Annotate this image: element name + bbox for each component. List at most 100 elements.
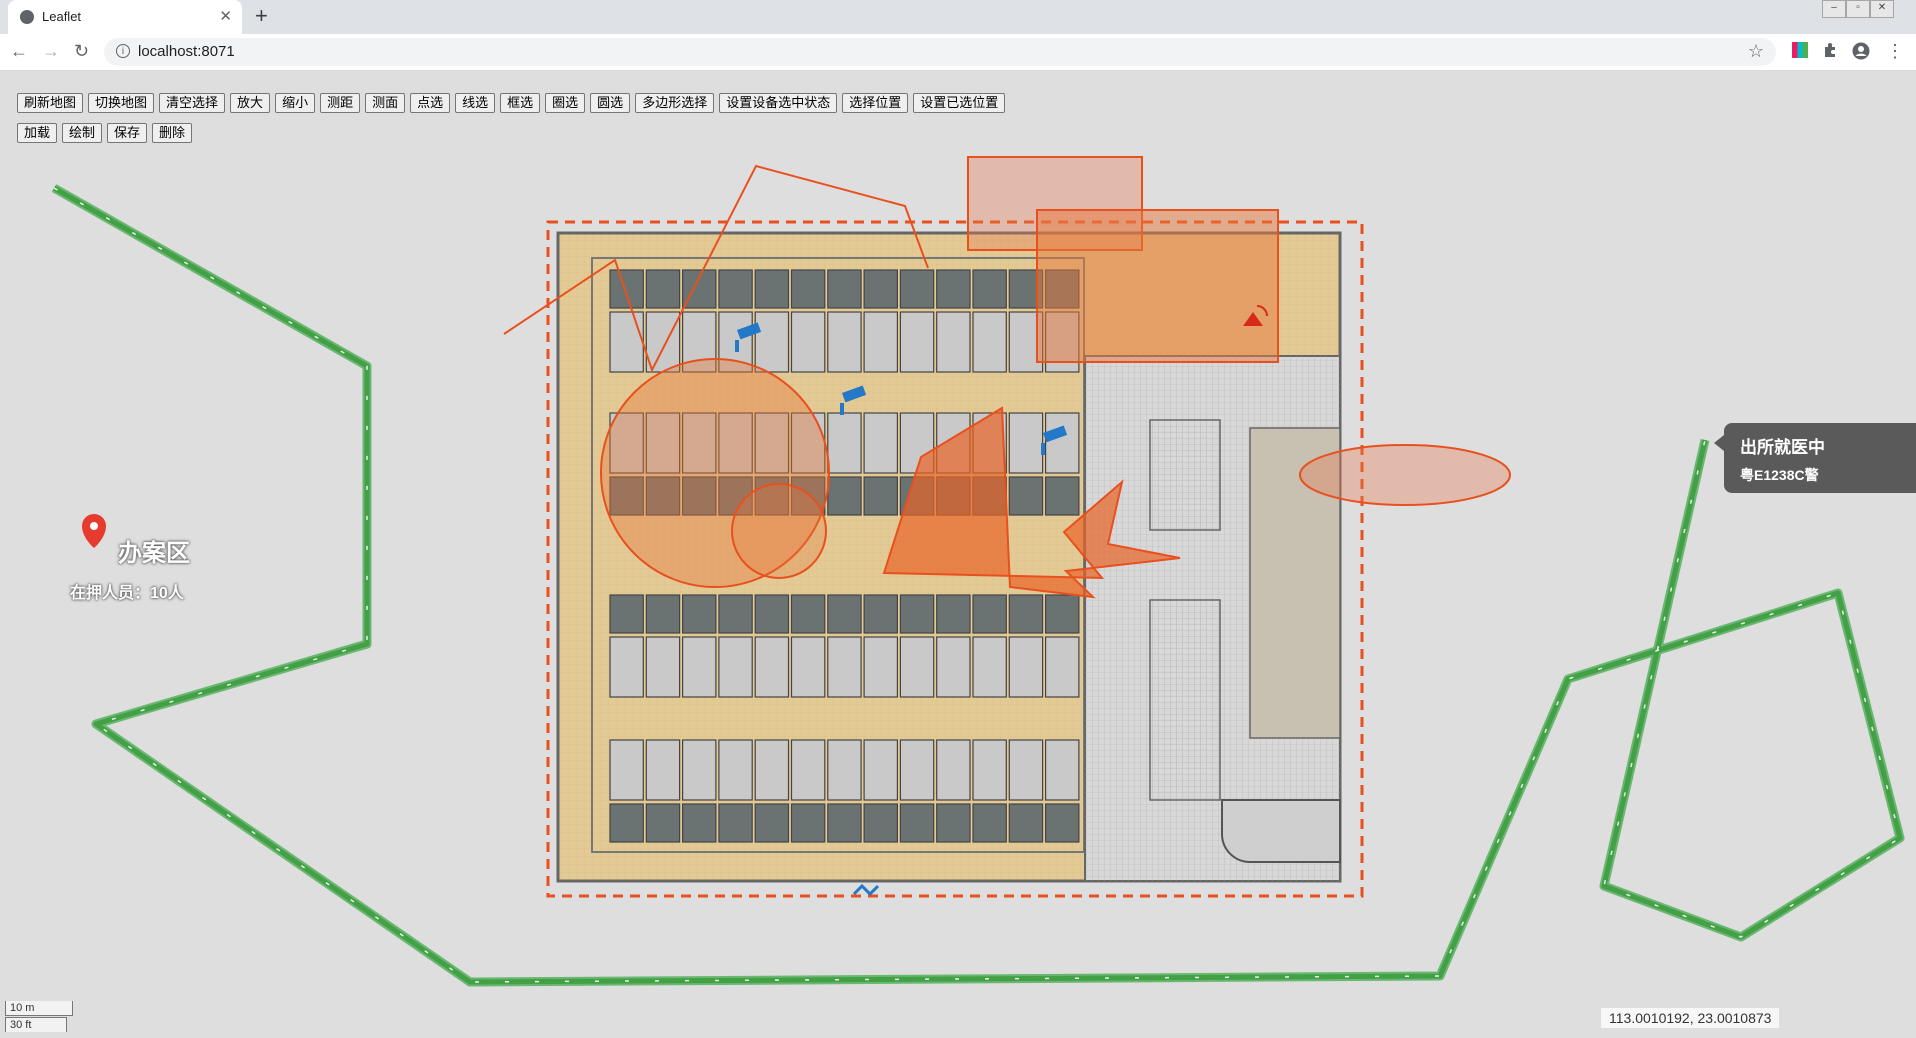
route-lines [51,184,1905,987]
cell-block [899,594,935,634]
cell-block [754,739,790,801]
map-toolbar-row-1: 刷新地图切换地图清空选择放大缩小测距测面点选线选框选圈选圆选多边形选择设置设备选… [17,93,1006,113]
alarm-icon[interactable] [1243,305,1268,326]
chrome-menu-icon[interactable]: ⋮ [1886,41,1904,61]
map-button-row1-6[interactable]: 测面 [365,93,406,113]
map-button-row2-1[interactable]: 绘制 [62,123,103,143]
cell-block [827,412,862,474]
bookmark-star-icon[interactable]: ☆ [1747,41,1764,61]
cell-block [827,739,862,801]
cell-block [1044,476,1080,516]
map-button-row1-14[interactable]: 选择位置 [842,93,909,113]
cell-block [790,636,826,698]
cell-block [645,636,681,698]
vehicle-popup[interactable]: 出所就医中 粤E1238C警 [1714,423,1916,493]
cell-block [718,803,753,843]
cell-block [609,311,644,373]
new-tab-button[interactable]: + [255,3,268,28]
gate-icon[interactable] [852,883,880,897]
map-button-row1-9[interactable]: 框选 [500,93,541,113]
cell-block [1044,739,1080,801]
selection-bounds [546,220,1364,898]
map-button-row1-11[interactable]: 圆选 [590,93,631,113]
cell-block [1044,803,1080,843]
browser-tab[interactable]: Leaflet ✕ [8,0,242,34]
map-button-row1-12[interactable]: 多边形选择 [635,93,715,113]
location-pin-icon[interactable] [82,514,106,548]
cell-block [609,739,644,801]
camera-icon[interactable] [840,385,867,415]
cell-block [863,594,898,634]
cell-block [827,803,862,843]
cell-block [827,311,862,373]
cell-block [754,311,790,373]
cell-block [1044,636,1080,698]
map-button-row1-4[interactable]: 缩小 [275,93,316,113]
cell-block [899,311,935,373]
cell-block [827,594,862,634]
cell-block [972,803,1007,843]
map-button-row1-0[interactable]: 刷新地图 [17,93,84,113]
map-button-row1-10[interactable]: 圈选 [545,93,586,113]
cell-block [899,739,935,801]
cell-block [681,803,717,843]
cell-block [936,594,971,634]
cell-block [899,269,935,309]
cell-block [827,476,862,516]
map-button-row1-13[interactable]: 设置设备选中状态 [719,93,838,113]
url-text[interactable]: localhost:8071 [138,43,235,60]
cell-block [790,803,826,843]
cell-block [645,311,681,373]
reload-icon[interactable]: ↻ [74,41,90,61]
map-button-row1-2[interactable]: 清空选择 [159,93,226,113]
profile-icon[interactable] [1852,42,1870,60]
map-button-row1-3[interactable]: 放大 [230,93,271,113]
map-container[interactable]: 办案区 在押人员：10人 出所就医中 粤E1238C警 113.0010192,… [0,71,1916,1038]
cell-block [754,636,790,698]
restore-icon[interactable]: ▫ [1846,0,1870,18]
floor-plan [556,231,1342,883]
back-icon[interactable]: ← [10,41,28,61]
map-button-row1-7[interactable]: 点选 [410,93,451,113]
cell-block [936,269,971,309]
map-toolbar-row-2: 加载绘制保存删除 [17,123,193,143]
camera-icon[interactable] [735,322,762,352]
puzzle-icon[interactable] [1822,42,1838,58]
popup-title: 出所就医中 [1740,438,1825,457]
cell-block [681,476,717,516]
camera-icon[interactable] [1041,425,1068,455]
map-button-row1-15[interactable]: 设置已选位置 [913,93,1006,113]
map-button-row1-1[interactable]: 切换地图 [88,93,155,113]
cell-block [681,739,717,801]
close-tab-icon[interactable]: ✕ [219,8,232,25]
cell-block [972,311,1007,373]
map-button-row1-8[interactable]: 线选 [455,93,496,113]
tab-title: Leaflet [42,9,82,24]
cell-block [718,594,753,634]
cell-block [1008,412,1044,474]
scale-metric: 10 m [5,1001,73,1016]
globe-icon [20,10,34,24]
extension-icon[interactable] [1792,42,1808,58]
cell-block [645,476,681,516]
cell-block [718,636,753,698]
map-button-row2-0[interactable]: 加载 [17,123,58,143]
cell-block [1008,636,1044,698]
cell-block [645,803,681,843]
browser-toolbar: ← → ↻ i localhost:8071 ☆ ⋮ [0,34,1916,71]
site-info-icon[interactable]: i [116,44,130,58]
minimize-icon[interactable]: – [1822,0,1846,18]
map-button-row2-3[interactable]: 删除 [152,123,193,143]
close-window-icon[interactable]: ✕ [1870,0,1894,18]
cell-block [827,269,862,309]
map-button-row2-2[interactable]: 保存 [107,123,148,143]
drawn-shapes[interactable] [503,156,1511,599]
cell-block [1008,803,1044,843]
coordinates-readout: 113.0010192, 23.0010873 [1601,1008,1780,1028]
forward-icon[interactable]: → [42,41,60,61]
cell-block [681,636,717,698]
address-bar[interactable]: i localhost:8071 ☆ [104,38,1776,66]
cell-block [936,739,971,801]
cell-block [972,594,1007,634]
map-button-row1-5[interactable]: 测距 [320,93,361,113]
